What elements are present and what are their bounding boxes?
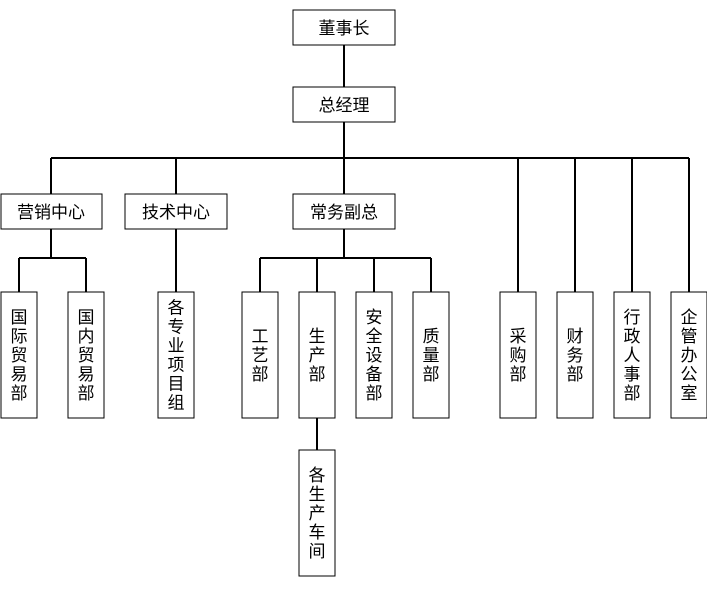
node-marketing-center: 营销中心	[0, 193, 103, 230]
connectors	[18, 45, 690, 450]
node-tech-center: 技术中心	[124, 193, 228, 230]
node-admin-hr-dept-label: 行政人事部	[624, 308, 641, 404]
node-executive-vp-label: 常务副总	[310, 203, 378, 223]
node-quality-dept-label: 质量部	[423, 327, 440, 385]
node-finance-dept-label: 财务部	[567, 327, 584, 385]
node-chairman-label: 董事长	[319, 19, 370, 39]
node-marketing-center-label: 营销中心	[17, 203, 85, 223]
node-gm: 总经理	[292, 86, 396, 123]
node-production-dept: 生产部	[298, 291, 336, 419]
node-procurement-dept-label: 采购部	[510, 327, 527, 385]
node-project-groups-label: 各专业项目组	[168, 299, 185, 414]
node-domestic-trade: 国内贸易部	[67, 291, 105, 419]
node-production-dept-label: 生产部	[309, 327, 326, 385]
node-process-dept-label: 工艺部	[252, 327, 269, 385]
node-tech-center-label: 技术中心	[142, 203, 210, 223]
node-intl-trade-label: 国际贸易部	[11, 308, 28, 404]
node-safety-dept: 安全设备部	[355, 291, 393, 419]
node-process-dept: 工艺部	[241, 291, 279, 419]
node-project-groups: 各专业项目组	[157, 291, 195, 419]
node-executive-vp: 常务副总	[292, 193, 396, 230]
node-executive-office: 企管办公室	[670, 291, 707, 419]
node-admin-hr-dept: 行政人事部	[613, 291, 651, 419]
node-intl-trade: 国际贸易部	[0, 291, 38, 419]
node-gm-label: 总经理	[319, 96, 370, 116]
node-workshops-label: 各生产车间	[309, 466, 326, 562]
node-quality-dept: 质量部	[412, 291, 450, 419]
node-procurement-dept: 采购部	[499, 291, 537, 419]
node-finance-dept: 财务部	[556, 291, 594, 419]
node-chairman: 董事长	[292, 9, 396, 46]
node-executive-office-label: 企管办公室	[681, 308, 698, 404]
node-workshops: 各生产车间	[298, 449, 336, 577]
node-domestic-trade-label: 国内贸易部	[78, 308, 95, 404]
node-safety-dept-label: 安全设备部	[366, 308, 383, 404]
